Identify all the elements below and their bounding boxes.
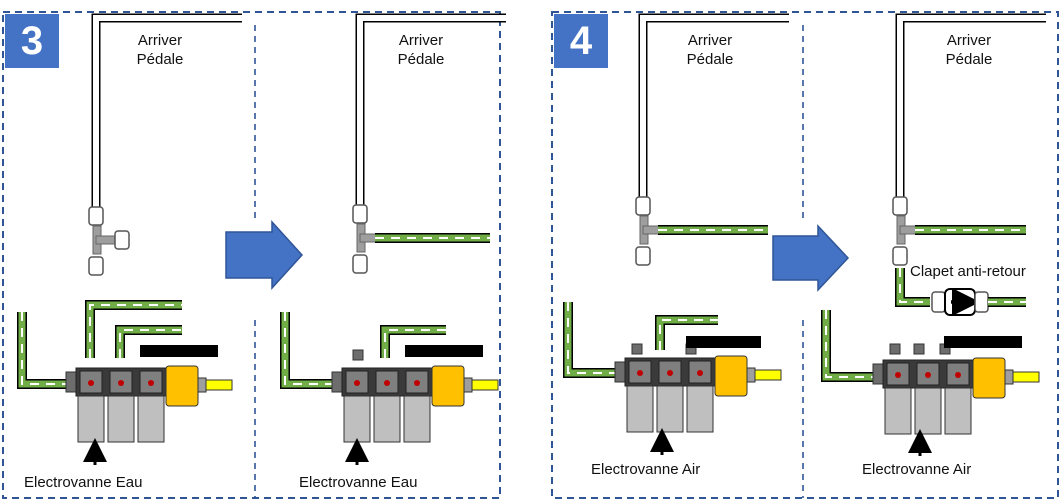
step-4-frame	[551, 11, 1059, 499]
pipe-2a-dash	[284, 312, 336, 385]
nub-4b	[913, 343, 925, 355]
inlet-connector-3	[635, 196, 651, 216]
check-valve-label: Clapet anti-retour	[910, 262, 1026, 281]
valve-1-coil-1	[107, 395, 135, 443]
pipe-3a	[564, 302, 620, 377]
black-tube-1	[140, 345, 218, 357]
valve-2-coil-1	[373, 395, 401, 443]
pipe-1a-outline	[17, 312, 72, 389]
valve-3-left-cap	[614, 361, 626, 383]
valve-3-actuator	[714, 355, 748, 397]
black-tube-3	[686, 336, 761, 348]
pipe-3b-dash	[659, 319, 718, 350]
valve-4-led-2	[955, 372, 961, 378]
valve-2-coil-0	[343, 395, 371, 443]
tee-1-branch	[95, 235, 117, 245]
valve-2-coil-2	[403, 395, 431, 443]
tee-bottom-connector-3	[635, 246, 651, 266]
black-tube-2	[405, 345, 483, 357]
black-tube-4	[944, 336, 1022, 348]
pipe-1a	[18, 312, 72, 388]
pipe-1b-dash	[89, 304, 182, 358]
nub-2	[352, 349, 364, 361]
valve-4-left-cap	[872, 363, 884, 385]
valve-4-led-0	[895, 372, 901, 378]
valve-1-led-0	[88, 380, 94, 386]
inlet-pipe-1	[93, 15, 242, 210]
pipe-4a-outline	[821, 310, 878, 382]
valve-3-led-1	[667, 370, 673, 376]
valve-1-coil-2	[137, 395, 165, 443]
valve-2-led-0	[354, 380, 360, 386]
valve-2-led-2	[414, 380, 420, 386]
transition-arrow-step-3	[225, 220, 304, 290]
tee-bottom-connector-1	[88, 256, 104, 276]
pipe-4a	[822, 310, 878, 381]
valve-1-left-cap	[65, 371, 77, 393]
valve-4-yellow-outlet	[1012, 371, 1040, 383]
valve-label-2: Electrovanne Eau	[299, 474, 418, 491]
valve-label-1: Electrovanne Eau	[24, 474, 143, 491]
inlet-pipe-4	[897, 15, 1046, 200]
valve-1-yellow-outlet	[205, 379, 233, 391]
valve-3-yellow-outlet	[754, 369, 782, 381]
valve-4-actuator	[972, 357, 1006, 399]
valve-2-yellow-outlet	[471, 379, 499, 391]
pipe-1a-dash	[21, 312, 72, 385]
valve-4-led-1	[925, 372, 931, 378]
valve-2-left-cap	[331, 371, 343, 393]
valve-4-coil-2	[944, 387, 972, 435]
pipe-2a-outline	[280, 312, 336, 389]
nub-3a	[631, 343, 643, 355]
valve-1-led-2	[148, 380, 154, 386]
valve-2-actuator	[431, 365, 465, 407]
check-valve-in-connector	[931, 291, 946, 313]
valve-4-outlet-fitting	[1004, 369, 1014, 385]
check-valve-out-connector	[974, 291, 989, 313]
valve-1-led-1	[118, 380, 124, 386]
valve-label-4: Electrovanne Air	[862, 461, 972, 478]
valve-3-outlet-fitting	[746, 367, 756, 383]
valve-1-actuator	[165, 365, 199, 407]
valve-label-3: Electrovanne Air	[591, 461, 701, 478]
step-4-badge: 4	[554, 14, 608, 68]
valve-3-coil-0	[626, 385, 654, 433]
inlet-connector-2	[352, 204, 368, 224]
pipe-4-check-in-dash	[899, 268, 930, 303]
valve-2-led-1	[384, 380, 390, 386]
valve-2-outlet-fitting	[463, 377, 473, 393]
valve-4-coil-1	[914, 387, 942, 435]
pipe-2a	[281, 312, 336, 388]
inlet-connector-4	[892, 196, 908, 216]
valve-4-coil-0	[884, 387, 912, 435]
valve-1-outlet-fitting	[197, 377, 207, 393]
step-3-badge: 3	[5, 14, 59, 68]
valve-3-led-2	[697, 370, 703, 376]
tee-bottom-connector-4	[892, 246, 908, 266]
pipe-4a-dash	[825, 310, 878, 378]
valve-3-led-0	[637, 370, 643, 376]
pipe-2b-dash	[384, 329, 446, 358]
nub-4a	[889, 343, 901, 355]
valve-3-coil-2	[686, 385, 714, 433]
valve-1-coil-0	[77, 395, 105, 443]
step-3-frame	[2, 11, 501, 499]
inlet-connector-1	[88, 206, 104, 226]
transition-arrow-step-4	[772, 224, 850, 292]
inlet-pipe-3	[640, 15, 789, 200]
tee-bottom-connector-2	[352, 254, 368, 274]
tee-branch-connector-1	[114, 230, 130, 250]
valve-3-coil-1	[656, 385, 684, 433]
pipe-1c-dash	[119, 329, 182, 358]
inlet-pipe-2	[357, 15, 506, 208]
pipe-3a-outline	[563, 302, 620, 378]
pipe-3a-dash	[567, 302, 620, 374]
